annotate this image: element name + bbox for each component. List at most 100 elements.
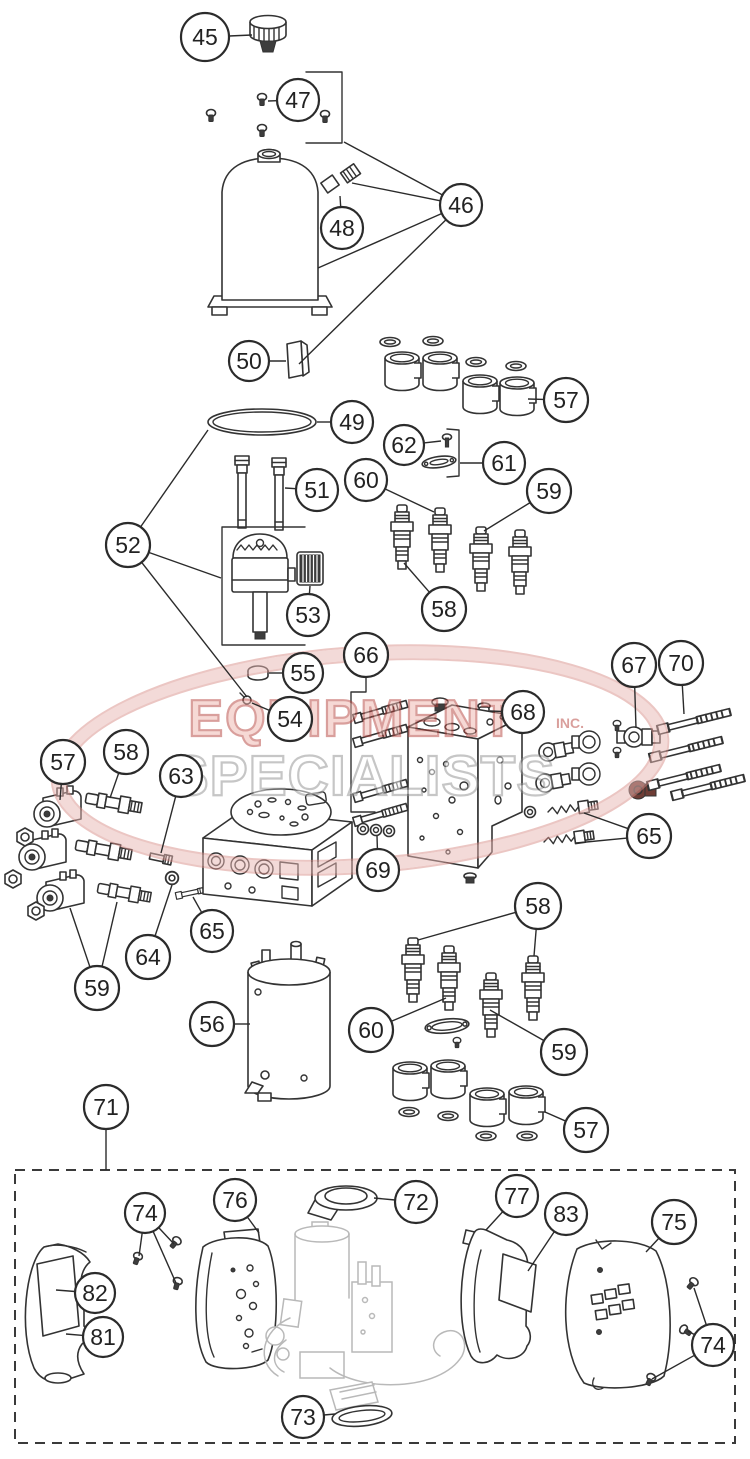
washers <box>356 822 396 838</box>
pump-gasket <box>424 1017 470 1035</box>
callout-circle-60 <box>343 457 389 503</box>
callout-number-65: 65 <box>636 823 662 849</box>
callout-number-59: 59 <box>84 975 110 1001</box>
leader-line-59 <box>483 501 531 532</box>
callout-circle-62 <box>382 423 426 467</box>
cover-shell-mid <box>460 1228 537 1364</box>
callout-53: 53 <box>285 585 331 638</box>
leader-line-59 <box>489 1009 545 1042</box>
leader-line-45 <box>228 34 253 37</box>
callout-75: 75 <box>645 1198 698 1253</box>
callout-54: 54 <box>251 695 314 743</box>
leader-line-74 <box>687 1330 696 1336</box>
callout-circle-63 <box>158 753 204 799</box>
leader-line-75 <box>645 1237 660 1253</box>
callout-number-54: 54 <box>277 706 303 732</box>
callout-number-59: 59 <box>536 478 562 504</box>
callout-number-57: 57 <box>573 1117 599 1143</box>
callout-number-51: 51 <box>304 477 330 503</box>
callout-circle-61 <box>481 440 527 486</box>
callout-number-66: 66 <box>353 642 379 668</box>
check-poppet <box>441 433 453 448</box>
leader-line-74 <box>693 1287 708 1326</box>
callout-circle-74 <box>123 1191 167 1235</box>
leader-line-59 <box>101 901 118 967</box>
callout-circle-75 <box>650 1198 698 1246</box>
leader-line-46 <box>317 212 443 269</box>
callout-77: 77 <box>485 1173 540 1231</box>
leader-line-58 <box>403 562 431 593</box>
leader-line-72 <box>373 1197 396 1201</box>
callout-57: 57 <box>39 738 87 801</box>
leader-line-65 <box>575 837 628 844</box>
callout-number-60: 60 <box>358 1017 384 1043</box>
callout-71: 71 <box>82 1083 130 1170</box>
manifold-bolts <box>350 676 409 828</box>
callout-45: 45 <box>179 11 253 63</box>
electric-motor <box>244 940 331 1102</box>
callout-83: 83 <box>527 1191 589 1272</box>
callout-number-46: 46 <box>448 192 474 218</box>
callout-circle-57 <box>562 1106 610 1154</box>
leader-line-74 <box>138 1232 143 1257</box>
callout-circle-55 <box>281 651 325 695</box>
callout-number-68: 68 <box>510 699 536 725</box>
callout-circle-54 <box>266 695 314 743</box>
breather-cap-part <box>249 14 287 53</box>
callout-number-73: 73 <box>290 1404 316 1430</box>
callout-circle-59 <box>73 964 121 1012</box>
leader-line-59 <box>69 907 91 968</box>
callout-number-47: 47 <box>285 87 311 113</box>
leader-line-65 <box>192 896 203 914</box>
callout-66: 66 <box>342 631 390 679</box>
callout-number-81: 81 <box>90 1324 116 1350</box>
callout-number-48: 48 <box>329 215 355 241</box>
callout-74: 74 <box>651 1287 736 1380</box>
callout-number-75: 75 <box>661 1209 687 1235</box>
callout-circle-57 <box>39 738 87 786</box>
callout-circle-58 <box>513 881 563 931</box>
callout-number-59: 59 <box>551 1039 577 1065</box>
coil-cups-bottom <box>392 1059 546 1142</box>
leader-line-63 <box>160 796 177 854</box>
callout-circle-69 <box>355 847 401 893</box>
tank-oring <box>207 408 317 436</box>
leader-line-82 <box>55 1289 76 1293</box>
callout-circle-72 <box>393 1179 439 1225</box>
callout-69: 69 <box>355 835 401 893</box>
callout-number-58: 58 <box>431 596 457 622</box>
callout-58: 58 <box>102 728 150 799</box>
callout-circle-58 <box>102 728 150 776</box>
reservoir-collar <box>307 1185 378 1221</box>
watermark-line1: EQUIPMENT <box>188 690 515 748</box>
callout-82: 82 <box>55 1271 117 1315</box>
callout-65: 65 <box>575 812 673 860</box>
callout-circle-73 <box>280 1394 326 1440</box>
leader-line-46 <box>343 141 443 196</box>
callout-number-69: 69 <box>365 857 391 883</box>
callout-60: 60 <box>347 997 447 1054</box>
callout-circle-74 <box>690 1322 736 1368</box>
assembled-unit-reference <box>263 1221 466 1411</box>
callout-circle-59 <box>539 1027 589 1077</box>
callout-number-56: 56 <box>199 1011 225 1037</box>
leader-line-60 <box>384 488 435 513</box>
callout-51: 51 <box>284 467 340 513</box>
reservoir-tank <box>207 148 362 316</box>
callout-73: 73 <box>280 1394 336 1440</box>
leader-line-51 <box>284 487 297 490</box>
callout-circle-53 <box>285 592 331 638</box>
cartridge-valves-upper <box>390 504 532 595</box>
callout-circle-77 <box>494 1173 540 1219</box>
callout-number-49: 49 <box>339 409 365 435</box>
callout-number-55: 55 <box>290 660 316 686</box>
callout-64: 64 <box>124 884 173 981</box>
small-gasket <box>421 455 457 469</box>
cartridge-valves-lower <box>401 937 545 1038</box>
callout-59: 59 <box>489 1009 589 1077</box>
callout-circle-45 <box>179 11 231 63</box>
callout-57: 57 <box>527 376 590 424</box>
accessory-kit-box <box>14 1169 736 1444</box>
callout-number-83: 83 <box>553 1201 579 1227</box>
